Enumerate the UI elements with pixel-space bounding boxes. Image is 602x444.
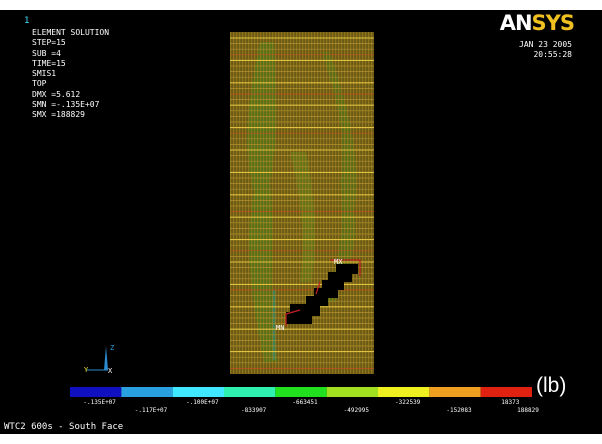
legend-swatch — [172, 387, 224, 397]
info-line: SMX =188829 — [32, 110, 85, 120]
info-line: DMX =5.612 — [32, 89, 81, 99]
legend-label-upper: -663451 — [292, 399, 318, 406]
legend-label-upper: 18373 — [501, 399, 520, 406]
legend-label-lower: -492995 — [343, 407, 369, 414]
legend-label-lower: -152083 — [446, 407, 472, 414]
red-contour-band — [285, 259, 361, 326]
time-text: 20:55:28 — [533, 50, 572, 59]
legend-swatch — [480, 387, 532, 397]
legend-swatch — [224, 387, 276, 397]
window-number: 1 — [24, 16, 30, 26]
date-text: JAN 23 2005 — [519, 40, 572, 49]
plot-title: WTC2 600s - South Face — [4, 422, 124, 432]
legend-label-lower: -833907 — [241, 407, 267, 414]
solution-info: ELEMENT SOLUTION STEP=15 SUB =4 TIME=15 … — [32, 28, 109, 121]
triad-z-label: Z — [110, 344, 114, 352]
info-line: STEP=15 — [32, 38, 66, 48]
legend-label-lower: 188829 — [517, 407, 539, 414]
logo-text-an: AN — [499, 11, 533, 35]
info-line: SMN =-.135E+07 — [32, 100, 100, 110]
legend-swatch — [275, 387, 327, 397]
contour-legend: -.135E+07 -.100E+07 -663451 -322539 18373 -.1… — [70, 385, 539, 429]
triad-y-label: Y — [84, 366, 89, 374]
legend-swatch — [429, 387, 481, 397]
max-marker: MX — [334, 258, 343, 266]
info-line: TOP — [32, 79, 47, 89]
legend-label-lower: -.117E+07 — [134, 407, 168, 414]
coordinate-triad: Z Y X — [84, 344, 114, 375]
unit-label: (lb) — [536, 374, 567, 397]
triad-z-axis — [104, 346, 108, 370]
legend-swatch — [326, 387, 378, 397]
logo-text-sys: SYS — [531, 11, 575, 35]
legend-swatch — [70, 387, 122, 397]
graphics-viewport[interactable]: 1 ELEMENT SOLUTION STEP=15 SUB =4 TIME=1… — [0, 10, 602, 434]
legend-swatch — [378, 387, 430, 397]
legend-label-upper: -322539 — [395, 399, 421, 406]
legend-swatch — [121, 387, 173, 397]
timestamp: JAN 23 2005 20:55:28 — [519, 40, 572, 60]
ansys-logo: ANSYS — [499, 11, 575, 35]
contour-mesh-plot[interactable]: MX MN — [230, 32, 374, 374]
legend-label-upper: -.100E+07 — [186, 399, 219, 406]
legend-label-upper: -.135E+07 — [83, 399, 116, 406]
info-line: SUB =4 — [32, 48, 61, 58]
info-line: SMIS1 — [32, 69, 57, 79]
legend-color-bar — [70, 387, 532, 397]
min-marker: MN — [276, 324, 284, 332]
info-line: TIME=15 — [32, 58, 66, 68]
max-region — [286, 264, 358, 324]
legend-labels: -.135E+07 -.100E+07 -663451 -322539 18373 -.1… — [70, 385, 538, 429]
info-line: ELEMENT SOLUTION — [32, 28, 110, 37]
triad-x-label: X — [108, 367, 113, 375]
